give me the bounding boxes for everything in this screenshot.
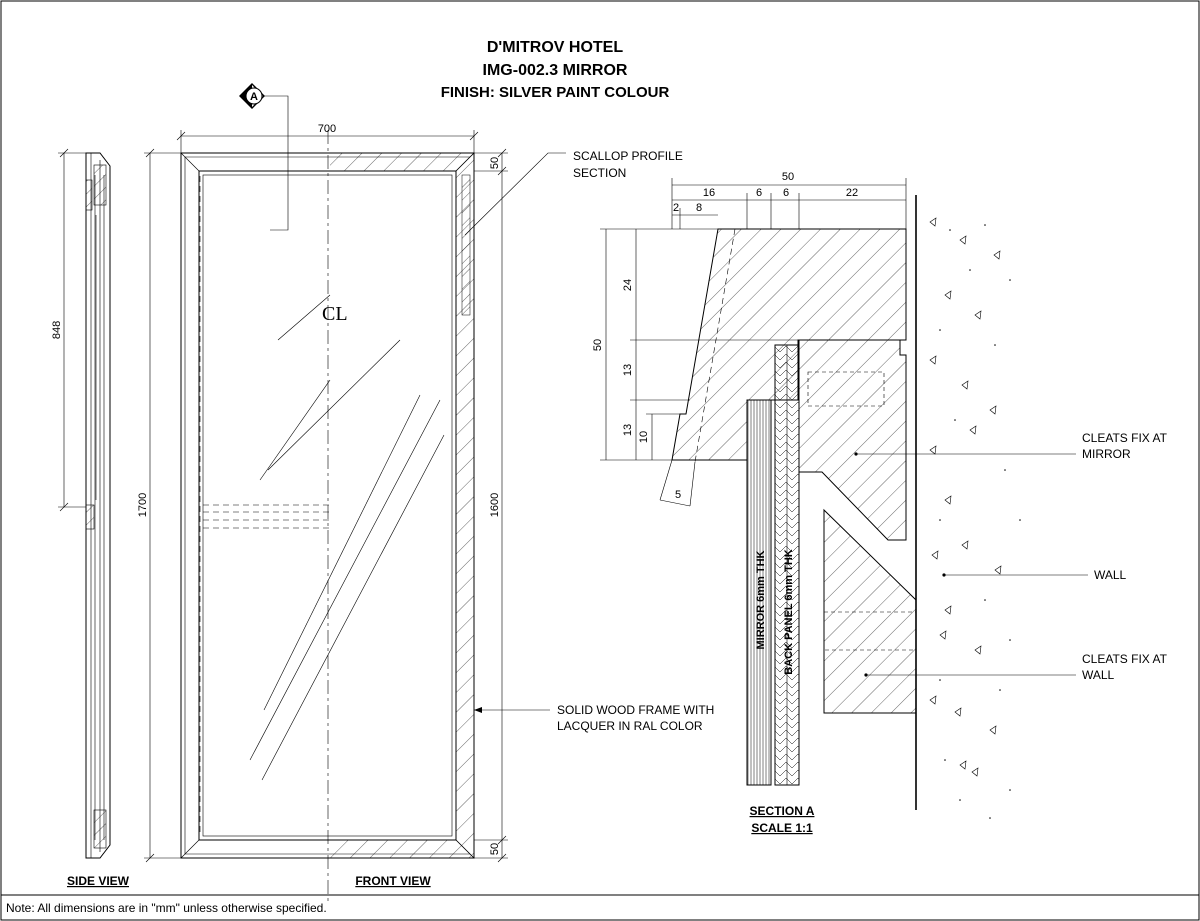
section-title: SECTION A [750, 804, 815, 818]
wall-label: WALL [1094, 568, 1127, 582]
section-dim-left-c: 13 [622, 424, 634, 436]
section-dim-top-d: 22 [846, 187, 858, 199]
dim-1600: 1600 [489, 493, 501, 517]
section-dim-left-a: 24 [622, 279, 634, 291]
section-dim-left-overall: 50 [592, 339, 604, 351]
cleat-wall-label-2: WALL [1082, 668, 1115, 682]
scallop-callout: SCALLOP PROFILE SECTION [464, 149, 683, 236]
front-view: CL 700 1700 1600 50 50 [137, 123, 508, 905]
section-dim-top-b: 6 [756, 187, 762, 199]
mirror-label: MIRROR 6mm THK [755, 550, 767, 649]
footer-note: Note: All dimensions are in "mm" unless … [6, 901, 327, 915]
frame-label-1: SOLID WOOD FRAME WITH [557, 703, 714, 717]
frame-callout: SOLID WOOD FRAME WITH LACQUER IN RAL COL… [474, 703, 714, 733]
section-dim-top-overall: 50 [782, 171, 794, 183]
section-a: 50 16 6 6 22 2 8 50 24 13 13 10 5 MIRROR… [592, 171, 1168, 835]
dim-frame-top: 50 [489, 157, 501, 169]
cleat-mirror-label-1: CLEATS FIX AT [1082, 431, 1168, 445]
finish-title: FINISH: SILVER PAINT COLOUR [441, 84, 670, 101]
side-view-label: SIDE VIEW [67, 874, 130, 888]
section-marker: A [239, 83, 289, 231]
section-dim-top-a: 16 [703, 187, 715, 199]
scallop-label-1: SCALLOP PROFILE [573, 149, 683, 163]
section-marker-letter: A [250, 91, 258, 103]
section-dim-slope: 5 [675, 489, 681, 501]
section-dim-top-f: 8 [696, 202, 702, 214]
back-panel-label: BACK PANEL 6mm THK [783, 549, 795, 675]
section-dim-top-c: 6 [783, 187, 789, 199]
section-scale: SCALE 1:1 [751, 821, 813, 835]
dim-848: 848 [51, 321, 63, 339]
section-dim-left-b: 13 [622, 364, 634, 376]
frame-label-2: LACQUER IN RAL COLOR [557, 719, 703, 733]
section-dim-left-d: 10 [638, 431, 650, 443]
item-title: IMG-002.3 MIRROR [483, 62, 628, 79]
dim-700: 700 [318, 123, 336, 135]
section-dim-top-e: 2 [673, 202, 679, 214]
cleat-wall-label-1: CLEATS FIX AT [1082, 652, 1168, 666]
side-view: 848 [51, 148, 111, 859]
front-view-label: FRONT VIEW [355, 874, 431, 888]
wall-dots [939, 224, 1021, 819]
dim-frame-bottom: 50 [489, 843, 501, 855]
scallop-label-2: SECTION [573, 166, 626, 180]
dim-1700: 1700 [137, 493, 149, 517]
wall-stipple [929, 217, 1002, 777]
cleat-mirror-label-2: MIRROR [1082, 447, 1131, 461]
centerline-symbol: CL [322, 303, 348, 325]
project-title: D'MITROV HOTEL [487, 39, 623, 56]
title-block: D'MITROV HOTEL IMG-002.3 MIRROR FINISH: … [441, 39, 670, 101]
